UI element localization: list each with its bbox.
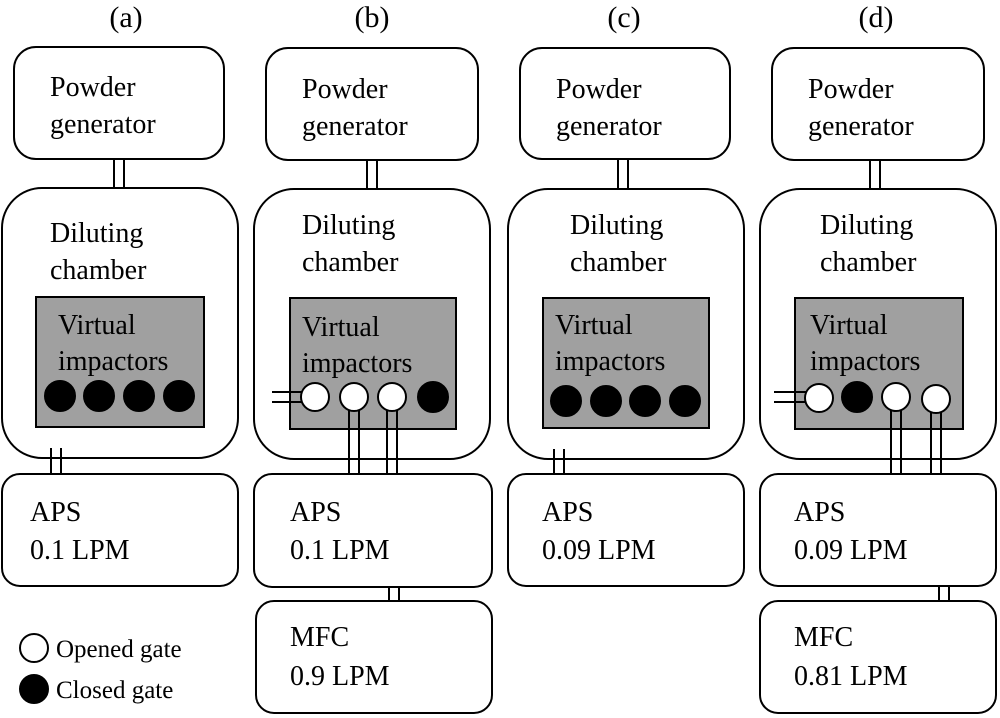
opened-gate-icon [881, 382, 911, 412]
closed-gate-icon [163, 380, 195, 412]
opened-gate-icon [339, 382, 369, 412]
chamber-label-line1: Diluting [820, 210, 913, 241]
closed-gate-icon [841, 381, 873, 413]
closed-gate-icon [417, 381, 449, 413]
generator-label-line2: generator [556, 111, 662, 142]
powder-generator-box [519, 47, 731, 160]
mfc-box [759, 600, 997, 714]
powder-generator-box [265, 47, 479, 161]
legend: Opened gate Closed gate [19, 633, 182, 704]
side-outlet-pipe [272, 391, 302, 403]
chamber-aps-connector [50, 448, 62, 476]
powder-generator-box [771, 47, 985, 161]
opened-gate-icon [377, 382, 407, 412]
powder-generator-box [13, 46, 225, 160]
opened-gate-icon [804, 383, 834, 413]
closed-gate-icon [19, 674, 49, 704]
closed-gate-icon [123, 380, 155, 412]
chamber-label-line2: chamber [820, 247, 917, 278]
closed-gate-icon [44, 380, 76, 412]
panel-label: (b) [355, 1, 390, 34]
panel-label: (c) [607, 1, 640, 34]
panel-b: (b) Powder generator Diluting chamber Vi… [253, 1, 493, 714]
impactors-label-line1: Virtual [810, 310, 888, 341]
aps-box [507, 473, 745, 587]
impactors-label-line2: impactors [810, 346, 920, 377]
panel-c: (c) Powder generator Diluting chamber Vi… [507, 1, 745, 587]
generator-chamber-connector [366, 160, 378, 189]
aps-box [253, 473, 493, 588]
impactors-label-line2: impactors [58, 346, 168, 377]
impactors-label-line2: impactors [555, 346, 665, 377]
aps-label: APS [542, 497, 593, 528]
opened-gate-icon [300, 382, 330, 412]
generator-label-line1: Powder [556, 74, 642, 105]
chamber-label-line2: chamber [50, 255, 147, 286]
generator-chamber-connector [869, 160, 881, 189]
side-outlet-pipe [774, 391, 806, 403]
chamber-label-line1: Diluting [50, 218, 143, 249]
aps-mfc-connector [938, 586, 950, 602]
mfc-box [255, 600, 493, 714]
aps-flow-rate: 0.09 LPM [794, 535, 908, 566]
panel-label: (d) [859, 1, 894, 34]
generator-label-line1: Powder [808, 74, 894, 105]
aps-label: APS [794, 497, 845, 528]
chamber-label-line2: chamber [570, 247, 667, 278]
impactors-label-line2: impactors [302, 348, 412, 379]
mfc-flow-rate: 0.9 LPM [290, 661, 390, 692]
chamber-label-line2: chamber [302, 247, 399, 278]
aps-box [759, 473, 997, 587]
panel-d: (d) Powder generator Diluting chamber Vi… [759, 1, 997, 714]
aps-flow-rate: 0.09 LPM [542, 535, 656, 566]
generator-label-line2: generator [50, 109, 156, 140]
closed-gate-icon [669, 385, 701, 417]
legend-opened-label: Opened gate [56, 636, 182, 663]
impactors-label-line1: Virtual [302, 312, 380, 343]
aps-flow-rate: 0.1 LPM [30, 535, 130, 566]
generator-chamber-connector [113, 159, 125, 188]
opened-gate-icon [921, 384, 951, 414]
outlet-pipe [890, 410, 942, 476]
closed-gate-icon [83, 380, 115, 412]
chamber-label-line1: Diluting [302, 210, 395, 241]
mfc-label: MFC [794, 622, 853, 653]
generator-label-line2: generator [302, 111, 408, 142]
legend-closed-label: Closed gate [56, 677, 173, 704]
chamber-label-line1: Diluting [570, 210, 663, 241]
opened-gate-icon [19, 633, 49, 663]
closed-gate-icon [629, 385, 661, 417]
closed-gate-icon [550, 385, 582, 417]
impactors-label-line1: Virtual [58, 310, 136, 341]
aps-label: APS [290, 497, 341, 528]
generator-chamber-connector [617, 159, 629, 189]
generator-label-line1: Powder [302, 74, 388, 105]
mfc-label: MFC [290, 622, 349, 653]
aps-label: APS [30, 497, 81, 528]
panel-label: (a) [109, 1, 142, 34]
generator-label-line1: Powder [50, 72, 136, 103]
mfc-flow-rate: 0.81 LPM [794, 661, 908, 692]
closed-gate-icon [590, 385, 622, 417]
panel-a: (a) Powder generator Diluting chamber Vi… [1, 1, 239, 587]
outlet-pipe [348, 410, 398, 476]
generator-label-line2: generator [808, 111, 914, 142]
aps-mfc-connector [388, 587, 400, 602]
impactors-label-line1: Virtual [555, 310, 633, 341]
aps-flow-rate: 0.1 LPM [290, 535, 390, 566]
chamber-aps-connector [553, 449, 565, 476]
aps-box [1, 473, 239, 587]
